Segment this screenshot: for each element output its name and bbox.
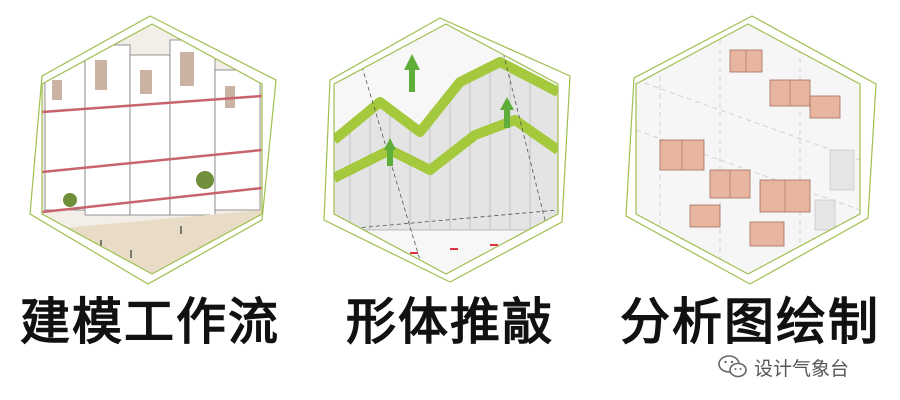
wechat-icon bbox=[718, 355, 747, 378]
hexagon-illustration-green-massing bbox=[323, 17, 571, 283]
panel-form-exploration: 形体推敲 bbox=[300, 0, 600, 400]
caption-form-exploration: 形体推敲 bbox=[346, 293, 554, 351]
hexagon-illustration-street-model bbox=[29, 15, 277, 285]
watermark-text: 设计气象台 bbox=[754, 357, 850, 380]
panel-analysis-drawing: 分析图绘制 bbox=[600, 0, 900, 400]
hexagon-illustration-room-blocks bbox=[625, 15, 877, 285]
panel-modeling-workflow: 建模工作流 bbox=[0, 0, 300, 400]
caption-analysis-drawing: 分析图绘制 bbox=[620, 293, 880, 351]
caption-modeling-workflow: 建模工作流 bbox=[20, 293, 280, 351]
watermark: 设计气象台 bbox=[718, 352, 849, 382]
